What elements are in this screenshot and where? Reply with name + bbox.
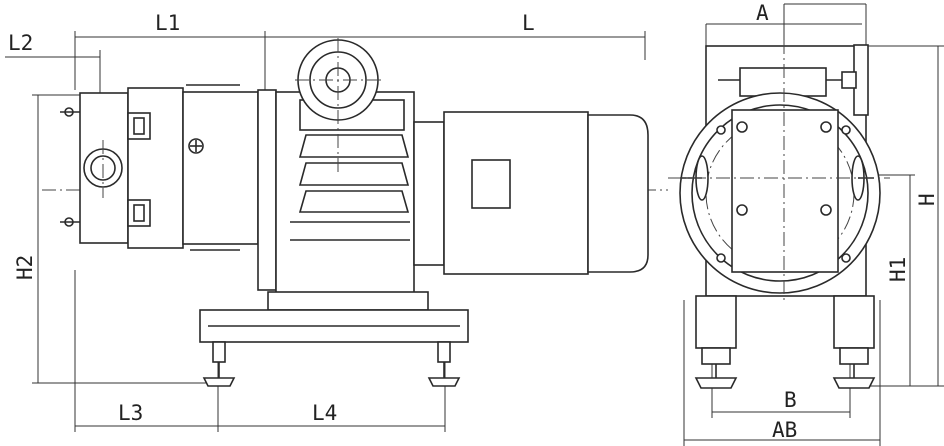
label-b: B <box>784 388 797 412</box>
label-h1: H1 <box>886 257 910 282</box>
label-l3: L3 <box>118 401 143 425</box>
right-foot <box>427 341 461 387</box>
side-view <box>5 31 668 432</box>
top-dimension-lines <box>5 31 646 95</box>
b-ab-dimensions <box>683 300 881 446</box>
front-left-leg <box>694 295 738 389</box>
front-view <box>668 3 944 446</box>
label-h2: H2 <box>13 255 37 280</box>
label-l4: L4 <box>312 401 337 425</box>
pump-head <box>60 84 277 291</box>
label-l2: L2 <box>8 31 33 55</box>
gearbox <box>275 38 415 301</box>
handwheel <box>841 44 869 116</box>
bottom-dimension-lines <box>74 270 446 432</box>
front-right-leg <box>832 295 876 389</box>
label-ab: AB <box>772 418 797 442</box>
motor <box>413 111 649 275</box>
label-l1: L1 <box>155 11 180 35</box>
h-dimension <box>866 45 944 387</box>
label-h: H <box>915 193 939 206</box>
left-foot <box>202 341 236 387</box>
base-frame <box>199 291 469 343</box>
label-a: A <box>756 1 769 25</box>
front-flange <box>668 40 890 300</box>
h2-dimension <box>32 94 232 384</box>
label-l: L <box>522 11 535 35</box>
